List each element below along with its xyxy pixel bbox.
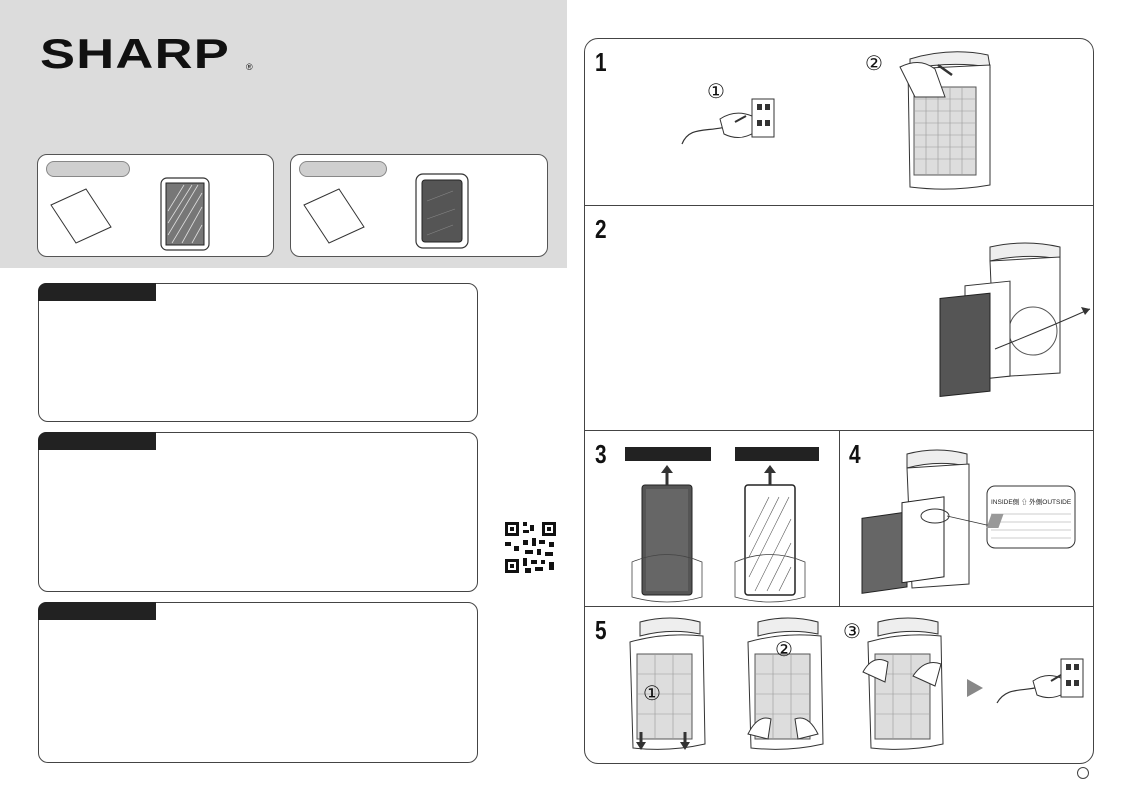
kit-label-tab [299,161,387,177]
info-box-heading-bar [38,602,156,620]
divider [585,205,1093,206]
arrow-right-icon [967,679,983,697]
instruction-steps-panel: 1 ① ② 2 3 [584,38,1094,764]
info-box-heading-bar [38,283,156,301]
sharp-logo: SHARP [40,30,231,77]
manual-sheet-icon [50,188,112,244]
filter-type-label-bar [735,447,819,461]
substep-marker: ③ [843,621,861,643]
filter-insertion-illustration: INSIDE側 ⇧ 外側OUTSIDE [861,449,1076,594]
filter-removal-illustration [939,242,1091,398]
substep-marker: ① [707,81,725,103]
divider [585,606,1093,607]
back-panel-attach-1 [629,617,706,750]
hepa-filter-unwrap-illustration [734,465,806,603]
carbon-filter-illustration [415,173,469,249]
substep-marker: ② [775,639,793,661]
purifier-back-panel-removal [899,51,991,190]
info-box-1 [38,283,478,422]
info-box-2 [38,432,478,592]
step-number-1: 1 [595,47,607,77]
back-panel-attach-3 [862,617,944,750]
divider [839,430,840,606]
circle-icon [1077,767,1089,779]
registered-mark: ® [246,62,253,72]
kit-label-tab [46,161,130,177]
step-number-4: 4 [849,439,861,469]
filter-orientation-label: INSIDE側 ⇧ 外側OUTSIDE [991,497,1072,506]
qr-code-icon[interactable] [505,522,556,573]
substep-marker: ② [865,53,883,75]
hepa-filter-illustration [160,177,210,251]
unplug-illustration [681,98,775,145]
kit-box-hepa [37,154,274,257]
power-plug-icon [996,658,1084,704]
filter-type-label-bar [625,447,711,461]
carbon-filter-unwrap-illustration [631,465,703,603]
step-number-3: 3 [595,439,607,469]
step-number-2: 2 [595,214,607,244]
step-number-5: 5 [595,615,607,645]
substep-marker: ① [643,683,661,705]
back-panel-attach-2 [747,617,824,750]
manual-sheet-icon [303,188,365,244]
info-box-3 [38,602,478,763]
kit-box-carbon [290,154,548,257]
info-box-heading-bar [38,432,156,450]
